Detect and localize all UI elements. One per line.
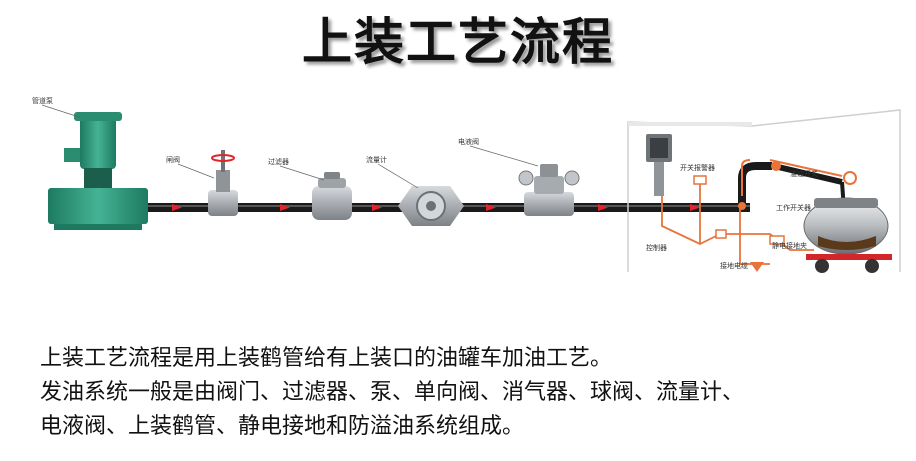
pump-label: 管道泵 xyxy=(32,96,53,105)
pump-label-leader xyxy=(41,104,83,119)
flow-arrow xyxy=(372,204,382,211)
grounding-label: 接地电缆 xyxy=(720,261,748,270)
pump-icon xyxy=(48,112,148,230)
description-line-3: 电液阀、上装鹤管、静电接地和防溢油系统组成。 xyxy=(40,414,525,439)
flowmeter-label: 流量计 xyxy=(366,155,387,164)
flowmeter-label-leader xyxy=(377,163,419,189)
flow-arrow xyxy=(280,204,290,211)
signal-nodes xyxy=(693,175,785,272)
control-unit-icon xyxy=(646,134,672,196)
valve-label: 闸阀 xyxy=(166,155,180,164)
solenoid-label-leader xyxy=(469,145,539,167)
valve-label-leader xyxy=(177,163,215,179)
switch-label: 开关报警器 xyxy=(680,163,715,172)
solenoid-label: 电液阀 xyxy=(458,137,479,146)
description-line-1: 上装工艺流程是用上装鹤管给有上装口的油罐车加油工艺。 xyxy=(40,346,613,371)
page-title: 上装工艺流程 xyxy=(302,12,614,71)
flow-arrow xyxy=(690,204,700,211)
solenoid-valve-icon xyxy=(518,164,580,216)
static-label: 静电接地夹 xyxy=(772,241,807,250)
flow-arrows xyxy=(172,204,700,211)
controller-label: 控制器 xyxy=(646,243,667,252)
process-diagram: 管道泵 闸阀 过滤器 流量计 电液阀 xyxy=(32,96,901,273)
overflow-label: 溢油开关 xyxy=(790,169,818,178)
flow-arrow xyxy=(486,204,496,211)
description-line-2: 发油系统一般是由阀门、过滤器、泵、单向阀、消气器、球阀、流量计、 xyxy=(40,380,745,405)
flowmeter-icon xyxy=(398,186,464,226)
description: 上装工艺流程是用上装鹤管给有上装口的油罐车加油工艺。 发油系统一般是由阀门、过滤… xyxy=(40,342,900,444)
flow-arrow xyxy=(598,204,608,211)
loading-station xyxy=(627,109,901,272)
filter-label-leader xyxy=(279,165,325,181)
filter-icon xyxy=(312,172,352,220)
flow-arrow xyxy=(172,204,182,211)
working-switch-label: 工作开关器 xyxy=(776,203,811,212)
tank-truck-icon xyxy=(803,197,892,273)
gate-valve-icon xyxy=(208,150,238,216)
filter-label: 过滤器 xyxy=(268,157,289,166)
